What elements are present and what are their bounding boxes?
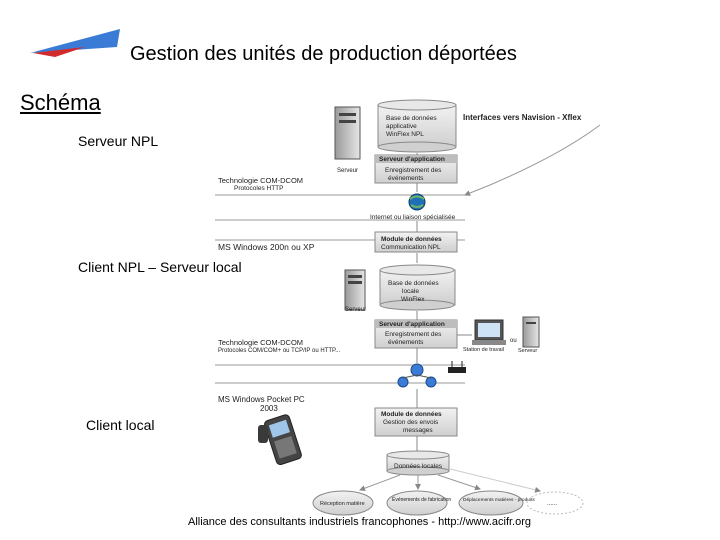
db-top-line: applicative	[386, 123, 417, 130]
oval-moves	[459, 491, 523, 515]
label-client-local: Client local	[86, 417, 154, 433]
db-mid-line: locale	[402, 288, 419, 295]
db-top-line: Base de données	[386, 115, 437, 122]
app-server-top-title: Serveur d'application	[379, 156, 445, 163]
workstation-icon	[472, 320, 506, 345]
server-top-icon	[335, 107, 360, 159]
app-server-mid-line: événements	[388, 339, 424, 346]
app-server-top-line: événements	[388, 175, 424, 182]
handheld-device-icon	[258, 414, 302, 466]
db-mid-line: Base de données	[388, 280, 439, 287]
oval-label: Événements de fabrication	[392, 496, 451, 503]
os-pocket-year: 2003	[260, 404, 278, 413]
server-mid-icon	[345, 270, 365, 310]
server-right-icon	[523, 317, 539, 347]
server-mid-caption: Serveur	[345, 307, 366, 313]
connector-arrow	[360, 475, 400, 490]
oval-label: ......	[547, 501, 557, 507]
os-pocket-title: MS Windows Pocket PC	[218, 395, 305, 404]
data-module-line: messages	[403, 427, 433, 434]
or-label: ou	[510, 338, 517, 344]
data-module-line: Gestion des envois	[383, 419, 439, 426]
data-module-title: Module de données	[381, 411, 442, 418]
oval-label: Réception matière	[320, 501, 365, 507]
connector-arrow	[450, 469, 540, 491]
oval-events	[387, 491, 447, 515]
globe-icon	[409, 194, 425, 210]
page-title: Gestion des unités de production déporté…	[130, 43, 517, 66]
tech-top-title: Technologie COM-DCOM	[218, 176, 303, 185]
logo	[25, 25, 125, 65]
architecture-diagram: Serveur Base de données applicative WinF…	[210, 95, 710, 520]
connector-arrow	[465, 125, 600, 195]
db-local-label: Données locales	[394, 463, 443, 470]
interfaces-label: Interfaces vers Navision - Xflex	[463, 113, 582, 122]
os-top-label: MS Windows 200n ou XP	[218, 242, 315, 252]
comm-module-title: Module de données	[381, 236, 442, 243]
tech-top-subtitle: Protocoles HTTP	[234, 185, 284, 192]
oval-label: Déplacements matières - produits	[463, 497, 535, 503]
footer-text: Alliance des consultants industriels fra…	[188, 516, 531, 528]
app-server-mid-line: Enregistrement des	[385, 331, 442, 338]
section-heading: Schéma	[20, 90, 101, 116]
tech-mid-title: Technologie COM-DCOM	[218, 338, 303, 347]
label-server: Serveur NPL	[78, 133, 158, 149]
db-top-line: WinFlex NPL	[386, 131, 424, 138]
server-right-caption: Serveur	[518, 348, 537, 354]
tech-mid-subtitle: Protocoles COM/COM+ ou TCP/IP ou HTTP...	[218, 348, 341, 354]
server-top-caption: Serveur	[337, 168, 358, 174]
db-mid-line: WinFlex	[401, 296, 425, 303]
connector-arrow	[438, 475, 480, 489]
workstation-label: Station de travail	[463, 347, 504, 353]
router-icon	[448, 361, 466, 373]
app-server-top-line: Enregistrement des	[385, 167, 442, 174]
app-server-mid-title: Serveur d'application	[379, 321, 445, 328]
network-icon	[398, 364, 436, 387]
internet-label: Internet ou liaison spécialisée	[370, 214, 456, 221]
comm-module-subtitle: Communication NPL	[381, 244, 441, 251]
